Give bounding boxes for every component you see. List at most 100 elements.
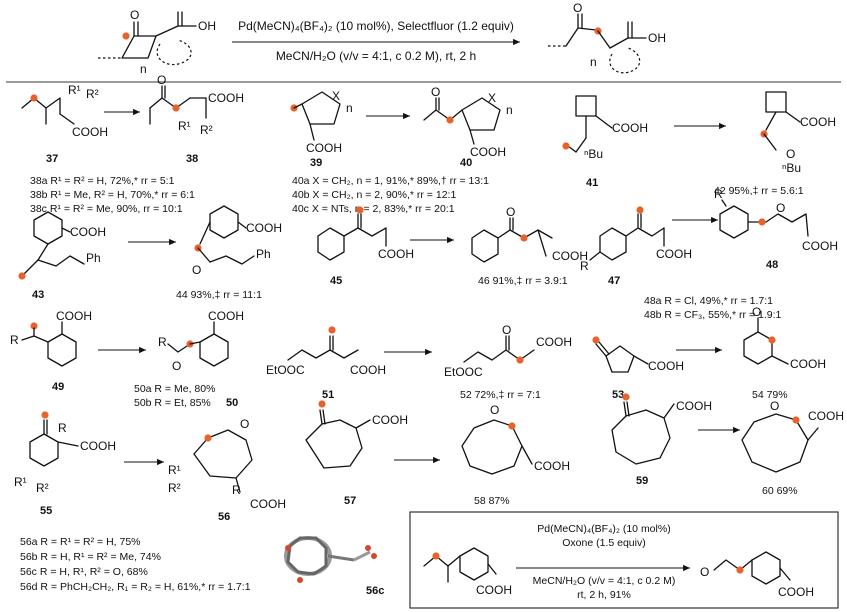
r-label: R	[580, 259, 589, 273]
r-label: R	[10, 333, 19, 347]
highlight-dot	[520, 234, 528, 242]
etooc-label: EtOOC	[444, 365, 483, 379]
scheme-37-38: R¹ R² COOH 37 O COOH R¹ R² 38 38a R¹ = R…	[21, 73, 244, 215]
ph-label: Ph	[256, 247, 271, 261]
highlight-dot	[758, 218, 766, 226]
result-46: 46 91%,‡ rr = 3.9:1	[478, 275, 568, 287]
cooh-label: COOH	[350, 363, 386, 377]
highlight-dot	[508, 422, 516, 430]
highlight-dot	[41, 411, 49, 419]
highlight-dot	[30, 322, 38, 330]
result-56c: 56c R = H, R¹, R² = O, 68%	[20, 566, 148, 578]
r-label: R	[714, 187, 723, 201]
oxygen-atom	[285, 545, 291, 551]
cooh-label: COOH	[372, 413, 408, 427]
compound-45: 45	[330, 275, 342, 287]
oxygen-atom	[371, 553, 377, 559]
r-label: R	[232, 483, 241, 497]
product-oxygen: O	[573, 1, 582, 15]
general-reaction: O OH n Pd(MeCN)₄(BF₄)₂ (10 mol%), Select…	[98, 1, 666, 76]
header-conditions: MeCN/H₂O (v/v = 4:1, c 0.2 M), rt, 2 h	[276, 49, 476, 63]
r1-label: R¹	[68, 83, 81, 97]
highlight-dot	[792, 416, 800, 424]
compound-59: 59	[636, 475, 648, 487]
result-56b: 56b R = H, R¹ = R² = Me, 74%	[20, 551, 161, 563]
highlight-dot	[122, 32, 130, 40]
compound-37: 37	[46, 153, 58, 165]
cooh-label: COOH	[246, 221, 282, 235]
cooh-label: COOH	[306, 141, 342, 155]
result-38b: 38b R¹ = Me, R² = H, 70%,* rr = 6:1	[30, 189, 195, 201]
result-50b: 50b R = Et, 85%	[134, 397, 211, 409]
highlight-dot	[30, 94, 38, 102]
ketone-oxygen: O	[172, 359, 181, 373]
compound-38: 38	[186, 153, 198, 165]
product-oh-label: OH	[648, 31, 666, 45]
result-40c: 40c X = NTs, n = 2, 83%,* rr = 20:1	[292, 203, 455, 215]
cooh-label: COOH	[378, 247, 414, 261]
header-oh-label: OH	[198, 19, 216, 33]
scheme-47-48: R COOH 47 R O COOH 48 48a R = Cl, 49%,* …	[580, 187, 838, 321]
cooh-label: COOH	[676, 399, 712, 413]
r1-label: R¹	[14, 475, 27, 489]
highlight-dot	[172, 104, 180, 112]
result-56d: 56d R = PhCH₂CH₂, R₁ = R₂ = H, 61%,* rr …	[20, 581, 251, 593]
highlight-dot	[622, 393, 630, 401]
cooh-label: COOH	[70, 225, 106, 239]
cooh-label: COOH	[80, 439, 116, 453]
crystal-structure-56c: 56c	[284, 536, 384, 597]
box-oxidant: Oxone (1.5 equiv)	[562, 537, 645, 549]
scheme-59-60: COOH 59 O COOH 60 69%	[611, 393, 844, 497]
highlight-dot	[328, 326, 336, 334]
scheme-55-56: R COOH R¹ R² 55 O R COOH R¹ R² 56 56a R …	[14, 411, 286, 593]
product-n-label: n	[590, 55, 597, 69]
compound-53: 53	[612, 389, 624, 401]
general-product: O OH n	[548, 1, 666, 74]
header-reagents: Pd(MeCN)₄(BF₄)₂ (10 mol%), Selectfluor (…	[238, 19, 514, 33]
result-48b: 48b R = CF₃, 55%,* rr = 1.9:1	[644, 309, 782, 321]
result-38a: 38a R¹ = R² = H, 72%,* rr = 5:1	[30, 175, 175, 187]
ph-label: Ph	[86, 251, 101, 265]
highlight-dot	[636, 206, 644, 214]
header-n-label: n	[140, 62, 147, 76]
result-54: 54 79%	[752, 389, 788, 401]
compound-57: 57	[344, 495, 356, 507]
cooh-label: COOH	[648, 359, 684, 373]
scheme-49-50: COOH R 49 R O COOH 50a R = Me, 80% 50b R…	[10, 309, 244, 409]
cooh-label: COOH	[612, 121, 648, 135]
compound-55: 55	[40, 505, 52, 517]
ketone-oxygen: O	[700, 565, 709, 579]
oxygen-atom	[365, 545, 371, 551]
result-40b: 40b X = CH₂, n = 2, 90%,* rr = 12:1	[292, 189, 456, 201]
compound-39: 39	[310, 157, 322, 169]
ketone-oxygen: O	[240, 417, 249, 431]
result-58: 58 87%	[474, 495, 510, 507]
r2-label: R²	[36, 481, 49, 495]
ketone-oxygen: O	[770, 399, 779, 413]
highlight-dot	[356, 206, 364, 214]
reaction-box	[409, 511, 839, 609]
scheme-51-52: EtOOC COOH 51 O EtOOC COOH 52 72%,‡ rr =…	[266, 323, 572, 401]
compound-47: 47	[608, 275, 620, 287]
n-label: n	[506, 103, 513, 117]
highlight-dot	[446, 116, 454, 124]
cooh-label: COOH	[790, 357, 826, 371]
result-56a: 56a R = R¹ = R² = H, 75%	[20, 536, 141, 548]
boxed-reaction: COOH Pd(MeCN)₄(BF₄)₂ (10 mol%) Oxone (1.…	[409, 511, 839, 609]
cooh-label: COOH	[208, 91, 244, 105]
cooh-label: COOH	[656, 247, 692, 261]
result-60: 60 69%	[762, 485, 798, 497]
cooh-label: COOH	[250, 497, 286, 511]
scheme-41-42: COOH ⁿBu 41 COOH O ⁿBu 42 95%,‡ rr = 5.6…	[562, 91, 836, 197]
x-label: X	[488, 91, 496, 105]
result-42: 42 95%,‡ rr = 5.6:1	[714, 185, 804, 197]
compound-56c: 56c	[366, 585, 384, 597]
box-reagents: Pd(MeCN)₄(BF₄)₂ (10 mol%)	[537, 523, 670, 535]
scheme-45-46: COOH 45 O COOH 46 91%,‡ rr = 3.9:1	[317, 205, 588, 287]
highlight-dot	[204, 434, 212, 442]
compound-49: 49	[52, 381, 64, 393]
cooh-label: COOH	[536, 335, 572, 349]
nbu-label: ⁿBu	[782, 161, 801, 175]
highlight-dot	[736, 566, 744, 574]
